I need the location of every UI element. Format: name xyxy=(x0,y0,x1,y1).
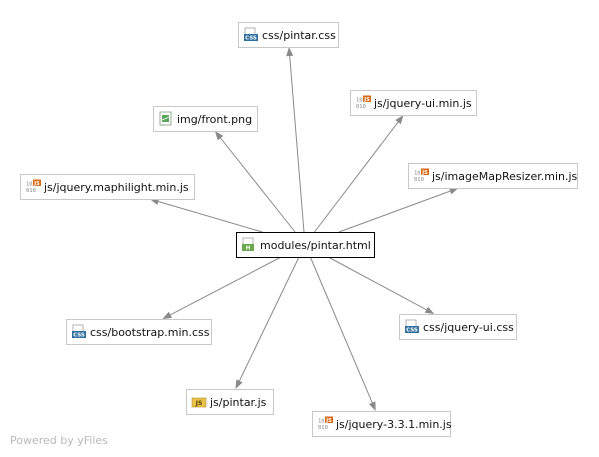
arrowhead xyxy=(286,47,294,57)
svg-text:10: 10 xyxy=(318,419,325,425)
css-file-icon: CSS xyxy=(405,319,419,334)
node-label: modules/pintar.html xyxy=(260,239,371,252)
edge-line xyxy=(314,121,399,233)
arrowhead xyxy=(424,306,435,314)
html-file-icon: H xyxy=(242,237,254,252)
edge-to-imagemapresizer-js xyxy=(338,187,459,233)
svg-text:JS: JS xyxy=(33,181,40,187)
arrowhead xyxy=(369,401,376,411)
arrowhead xyxy=(395,115,404,125)
css-file-icon: CSS xyxy=(244,27,258,42)
svg-text:010: 010 xyxy=(26,188,36,194)
edge-to-pintar-js xyxy=(235,256,300,389)
edge-line xyxy=(309,256,373,403)
edge-to-maphilight-js xyxy=(149,198,263,233)
edge-line xyxy=(327,256,427,311)
svg-text:10: 10 xyxy=(414,171,421,177)
svg-text:10: 10 xyxy=(356,98,363,104)
node-box xyxy=(350,90,477,116)
file-node-pintar-js[interactable]: JS js/pintar.js xyxy=(186,389,274,415)
node-label: img/front.png xyxy=(177,113,252,126)
edge-line xyxy=(158,201,263,233)
arrowhead xyxy=(448,187,459,195)
arrowhead xyxy=(162,311,172,319)
edge-to-jquery-js xyxy=(309,256,376,411)
svg-text:JS: JS xyxy=(363,97,370,103)
arrowhead xyxy=(214,131,224,141)
node-label: js/jquery.maphilight.min.js xyxy=(43,181,189,194)
svg-text:010: 010 xyxy=(356,104,366,110)
edge-to-jquery-ui-css xyxy=(327,256,435,314)
powered-by-watermark: Powered by yFiles xyxy=(10,434,108,447)
js-yellow-file-icon: JS xyxy=(191,397,207,408)
node-box xyxy=(66,319,212,345)
node-label: css/jquery-ui.css xyxy=(423,321,514,334)
node-label: css/bootstrap.min.css xyxy=(90,326,210,339)
arrowhead xyxy=(235,379,243,389)
node-label: js/imageMapResizer.min.js xyxy=(431,170,578,183)
svg-text:010: 010 xyxy=(414,177,424,183)
svg-text:CSS: CSS xyxy=(406,328,418,334)
node-label: js/pintar.js xyxy=(209,396,267,409)
svg-text:010: 010 xyxy=(318,425,328,431)
edge-line xyxy=(338,190,451,233)
image-file-icon xyxy=(159,111,172,126)
edges-layer xyxy=(149,47,459,411)
svg-text:JS: JS xyxy=(325,418,332,424)
edge-to-jquery-ui-js xyxy=(314,115,404,233)
svg-text:JS: JS xyxy=(195,400,203,407)
file-node-pintar-css[interactable]: CSS css/pintar.css xyxy=(238,22,339,48)
file-node-bootstrap-css[interactable]: CSS css/bootstrap.min.css xyxy=(66,319,212,345)
file-node-front-png[interactable]: img/front.png xyxy=(153,106,258,132)
edge-line xyxy=(238,256,300,382)
edge-line xyxy=(170,256,282,316)
node-label: js/jquery-ui.min.js xyxy=(373,97,472,110)
svg-text:H: H xyxy=(246,246,251,252)
edge-to-front-png xyxy=(214,131,296,233)
svg-text:CSS: CSS xyxy=(245,36,257,42)
edge-line xyxy=(289,55,305,233)
edge-line xyxy=(220,137,296,233)
svg-text:JS: JS xyxy=(421,170,428,176)
node-box xyxy=(20,174,195,200)
node-box xyxy=(236,232,375,258)
svg-text:10: 10 xyxy=(26,182,33,188)
node-box xyxy=(408,163,578,189)
edge-to-pintar-css xyxy=(286,47,305,233)
edge-to-bootstrap-css xyxy=(162,256,282,319)
node-box xyxy=(312,411,451,437)
node-label: js/jquery-3.3.1.min.js xyxy=(335,418,452,431)
node-label: css/pintar.css xyxy=(262,29,336,42)
file-node-jquery-ui-css[interactable]: CSS css/jquery-ui.css xyxy=(399,314,517,340)
svg-text:CSS: CSS xyxy=(73,333,85,339)
css-file-icon: CSS xyxy=(72,324,86,339)
